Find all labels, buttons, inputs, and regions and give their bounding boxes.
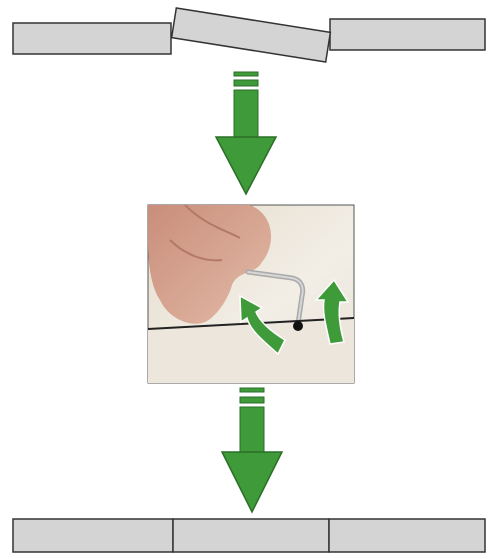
misaligned-panels-icon: [13, 8, 485, 62]
hex-key-adjustment-photo: [148, 205, 354, 383]
middle-panel: [173, 519, 329, 552]
down-arrow-icon: [222, 388, 282, 512]
left-panel: [13, 519, 173, 552]
down-arrow-icon: [216, 72, 276, 194]
right-panel: [329, 519, 485, 552]
aligned-panels-icon: [13, 519, 485, 552]
left-panel: [13, 23, 171, 54]
right-panel: [330, 19, 485, 50]
screw-hole: [293, 321, 303, 331]
tilted-middle-panel: [172, 8, 331, 62]
